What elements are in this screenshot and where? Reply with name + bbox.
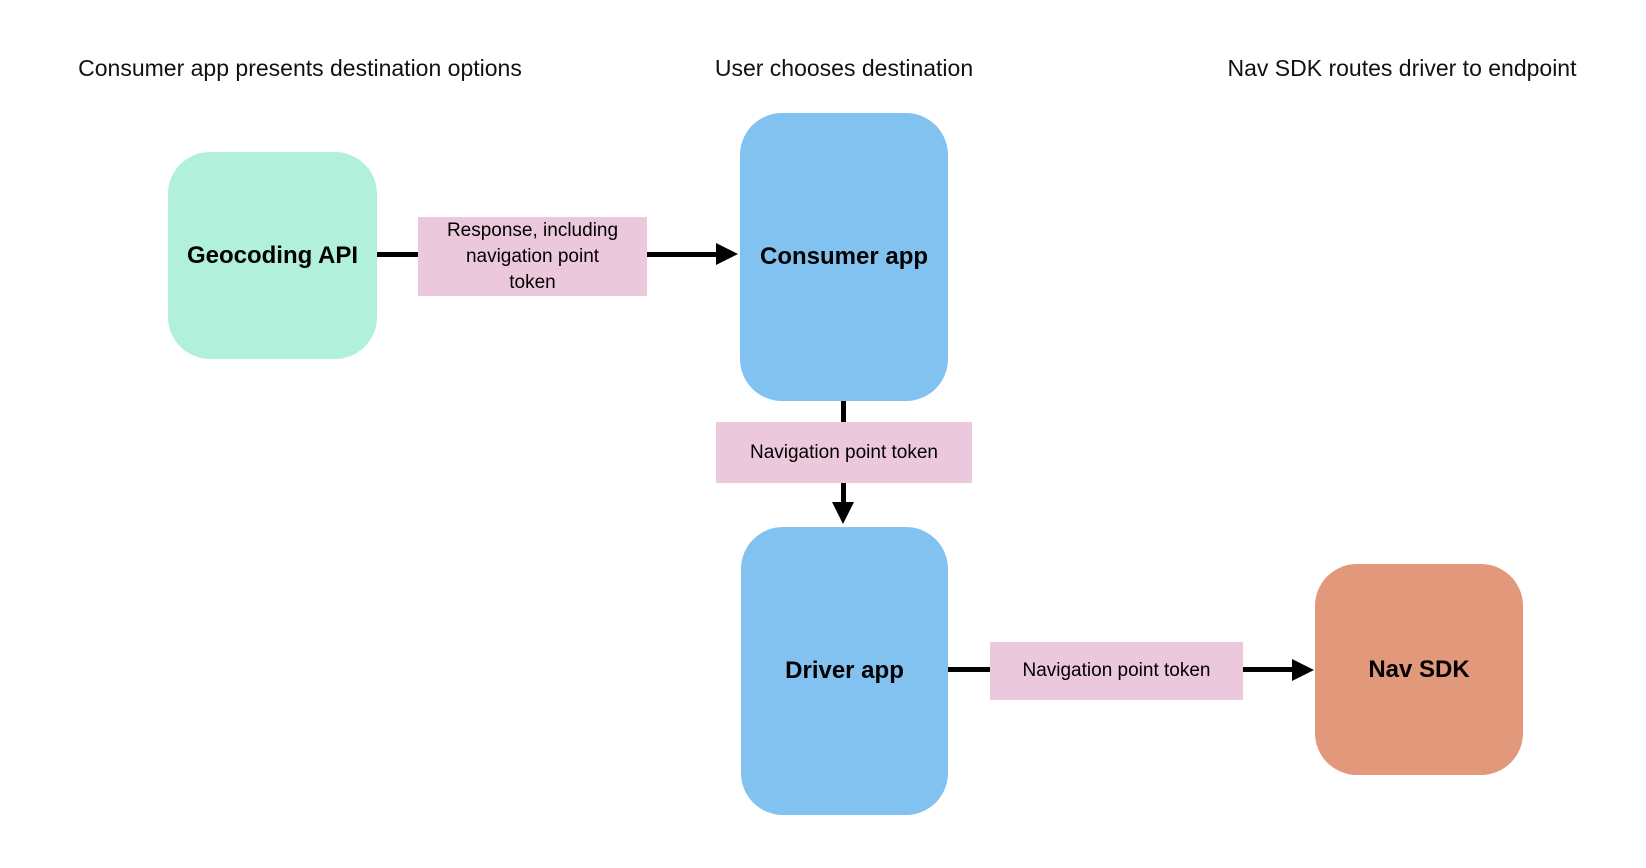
node-nav-sdk: Nav SDK: [1315, 564, 1523, 775]
edge-label-navigation-point-token-1: Navigation point token: [716, 422, 972, 483]
node-geocoding-api: Geocoding API: [168, 152, 377, 359]
edge-label-navigation-point-token-2: Navigation point token: [990, 642, 1243, 700]
arrowhead-consumer-to-driver: [832, 502, 854, 524]
node-driver-app: Driver app: [741, 527, 948, 815]
arrowhead-driver-to-navsdk: [1292, 659, 1314, 681]
edge-label-line: token: [509, 271, 556, 293]
edge-label-response-navigation-point-token: Response, including navigation point tok…: [418, 217, 647, 296]
header-consumer-presents-options: Consumer app presents destination option…: [78, 55, 522, 81]
node-consumer-app: Consumer app: [740, 113, 948, 401]
header-user-chooses-destination: User chooses destination: [714, 55, 974, 81]
edge-label-line: navigation point: [465, 245, 600, 267]
edge-label-line: Response, including: [446, 219, 619, 241]
header-navsdk-routes-driver: Nav SDK routes driver to endpoint: [1227, 55, 1577, 81]
arrowhead-geocoding-to-consumer: [716, 243, 738, 265]
